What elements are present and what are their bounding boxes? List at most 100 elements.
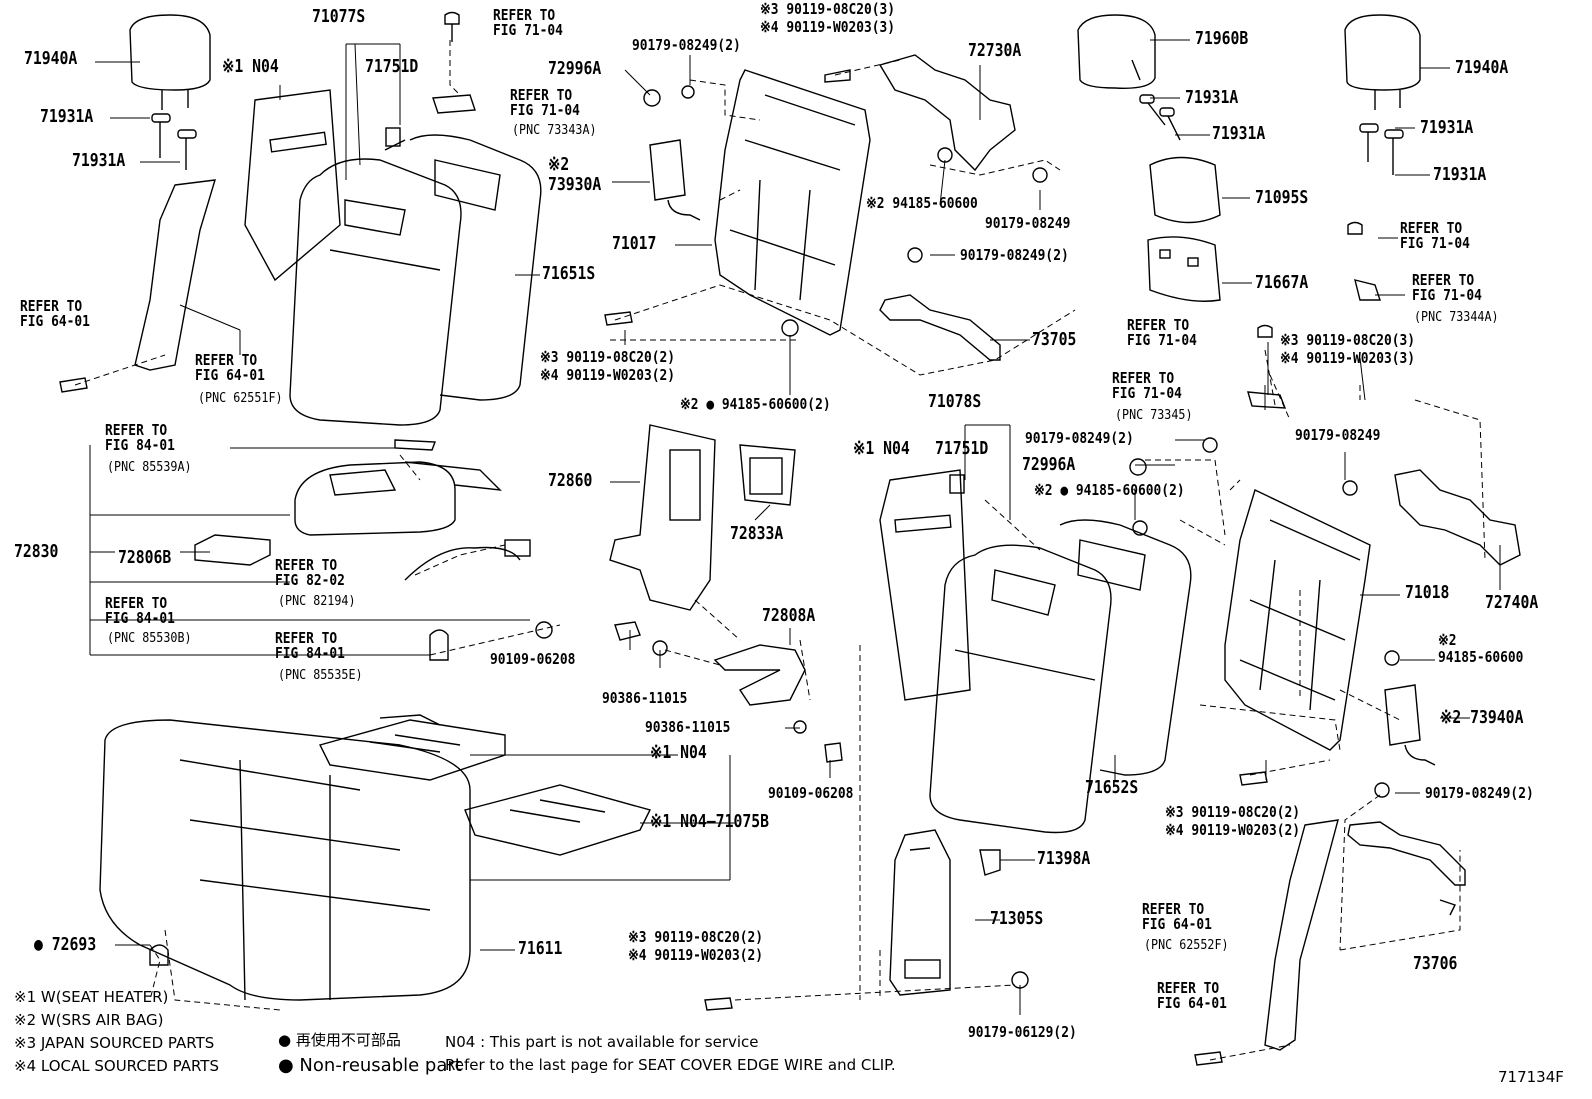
frame-71017-shape — [714, 69, 871, 336]
headrest-71960B-shape — [1077, 14, 1156, 89]
label-71667A: 71667A — [1255, 272, 1309, 293]
label-90119-08C20-3-r: ※3 90119-08C20(3) — [1280, 331, 1416, 349]
label-90179-08249-a: 90179-08249 — [985, 214, 1071, 232]
ref-fig-64-01-d: REFER TO FIG 64-01 — [1157, 979, 1227, 1012]
clip-71398A-shape — [979, 849, 1001, 876]
hinge-72808A-shape — [713, 644, 806, 706]
label-71751D-left: 71751D — [365, 56, 419, 77]
label-90386-11015-a: 90386-11015 — [602, 689, 688, 707]
label-90119-W0203-3-top: ※4 90119-W0203(3) — [760, 18, 896, 36]
label-90179-08249-2-b: 90179-08249(2) — [960, 246, 1069, 264]
side-trim-left-shape — [134, 179, 216, 371]
label-73940A: ※2 73940A — [1440, 707, 1524, 728]
pnc-85530B: (PNC 85530B) — [107, 631, 192, 646]
label-90119-W0203-2-r: ※4 90119-W0203(2) — [1165, 821, 1301, 839]
label-90179-08249-2-d: 90179-08249(2) — [1425, 784, 1534, 802]
label-90119-08C20-2-a: ※3 90119-08C20(2) — [540, 348, 676, 366]
pnc-73344A: (PNC 73344A) — [1414, 310, 1499, 325]
label-94185-60600-2-a: ※2 ● 94185-60600(2) — [680, 395, 831, 413]
label-94185-60600-2-b: ※2 ● 94185-60600(2) — [1034, 481, 1185, 499]
bracket-73706-shape — [1347, 821, 1466, 886]
label-n04-71075B: ※1 N04—71075B — [650, 811, 770, 832]
label-73706: 73706 — [1413, 953, 1458, 974]
label-90119-08C20-3-top: ※3 90119-08C20(3) — [760, 0, 896, 18]
figure-id: 717134F — [1498, 1068, 1564, 1086]
label-71078S: 71078S — [928, 391, 982, 412]
label-71940A-right: 71940A — [1455, 57, 1509, 78]
legend-refer-note: Refer to the last page for SEAT COVER ED… — [445, 1056, 896, 1074]
label-n04-seat-1: ※1 N04 — [650, 742, 707, 763]
pnc-85539A: (PNC 85539A) — [107, 460, 192, 475]
pnc-73345: (PNC 73345) — [1115, 408, 1193, 423]
heater-pad-right-shape — [879, 469, 971, 701]
headrest-71940A-right-shape — [1344, 14, 1421, 110]
frame-72833A-shape — [739, 444, 796, 506]
label-90119-W0203-2-b: ※4 90119-W0203(2) — [628, 946, 764, 964]
hinge-72730A-shape — [878, 54, 1016, 172]
label-94185-60600-a: ※2 94185-60600 — [866, 194, 978, 212]
ref-fig-84-01-a: REFER TO FIG 84-01 — [105, 421, 175, 454]
armrest-72830-shape — [294, 461, 456, 536]
label-71077S: 71077S — [312, 6, 366, 27]
ref-fig-64-01-c: REFER TO FIG 64-01 — [1142, 900, 1212, 933]
heater-pad-left-shape — [244, 89, 341, 282]
seatback-pad-71652S-shape — [1059, 519, 1192, 776]
ref-fig-84-01-b: REFER TO FIG 84-01 — [105, 594, 175, 627]
legend-note-3: ※3 JAPAN SOURCED PARTS — [14, 1034, 215, 1052]
ref-fig-64-01-a: REFER TO FIG 64-01 — [20, 297, 90, 330]
legend-non-reusable-jp: ● 再使用不可部品 — [278, 1031, 401, 1049]
leader-lines — [89, 39, 1501, 1015]
ref-fig-64-01-b: REFER TO FIG 64-01 — [195, 351, 265, 384]
label-71931A-left-1: 71931A — [40, 106, 94, 127]
ref-fig-71-04-a: REFER TO FIG 71-04 — [493, 6, 563, 39]
pnc-85535E: (PNC 85535E) — [278, 668, 363, 683]
label-94185-60600-r: ※2 94185-60600 — [1438, 631, 1524, 666]
label-90386-11015-b: 90386-11015 — [645, 718, 731, 736]
pnc-62551F: (PNC 62551F) — [198, 391, 283, 406]
bracket-72860-shape — [609, 424, 716, 611]
label-90179-08249-b: 90179-08249 — [1295, 426, 1381, 444]
ref-fig-71-04-b: REFER TO FIG 71-04 — [510, 86, 580, 119]
ref-fig-71-04-e: REFER TO FIG 71-04 — [1127, 316, 1197, 349]
label-71931A-left-2: 71931A — [72, 150, 126, 171]
label-73705: 73705 — [1032, 329, 1077, 350]
label-72996A-b: 72996A — [1022, 454, 1076, 475]
legend-note-1: ※1 W(SEAT HEATER) — [14, 988, 169, 1006]
pnc-82194: (PNC 82194) — [278, 594, 356, 609]
label-71931A-right-1: 71931A — [1185, 87, 1239, 108]
label-71305S: 71305S — [990, 908, 1044, 929]
label-71651S: 71651S — [542, 263, 596, 284]
cushion-71611-shape — [99, 719, 471, 1001]
label-n04-right: ※1 N04 — [853, 438, 910, 459]
armrest-71667A-shape — [1147, 236, 1221, 302]
label-90109-06208-b: 90109-06208 — [768, 784, 854, 802]
label-71960B: 71960B — [1195, 28, 1249, 49]
legend-n04-note: N04 : This part is not available for ser… — [445, 1033, 759, 1051]
label-71018: 71018 — [1405, 582, 1450, 603]
pnc-73343A: (PNC 73343A) — [512, 123, 597, 138]
label-71095S: 71095S — [1255, 187, 1309, 208]
bracket-73705-shape — [879, 294, 1001, 361]
headrest-71940A-shape — [129, 14, 211, 110]
label-73930A: ※2 73930A — [548, 154, 602, 195]
airbag-73930A-shape — [649, 139, 686, 201]
label-71931A-right-2: 71931A — [1212, 123, 1266, 144]
label-71751D-right: 71751D — [935, 438, 989, 459]
label-n04-left: ※1 N04 — [222, 56, 279, 77]
frame-71018-shape — [1224, 489, 1371, 751]
label-72833A: 72833A — [730, 523, 784, 544]
legend-note-2: ※2 W(SRS AIR BAG) — [14, 1011, 164, 1029]
ref-fig-71-04-d: REFER TO FIG 71-04 — [1412, 271, 1482, 304]
label-71398A: 71398A — [1037, 848, 1091, 869]
label-71652S: 71652S — [1085, 777, 1139, 798]
label-71931A-rr-2: 71931A — [1433, 164, 1487, 185]
label-72730A: 72730A — [968, 40, 1022, 61]
label-72806B: 72806B — [118, 547, 172, 568]
side-trim-right-shape — [1264, 819, 1339, 1051]
hinge-72740A-shape — [1394, 469, 1521, 566]
label-90119-W0203-2-a: ※4 90119-W0203(2) — [540, 366, 676, 384]
legend-note-4: ※4 LOCAL SOURCED PARTS — [14, 1057, 219, 1075]
airbag-73940A-shape — [1384, 684, 1421, 746]
label-72996A-a: 72996A — [548, 58, 602, 79]
